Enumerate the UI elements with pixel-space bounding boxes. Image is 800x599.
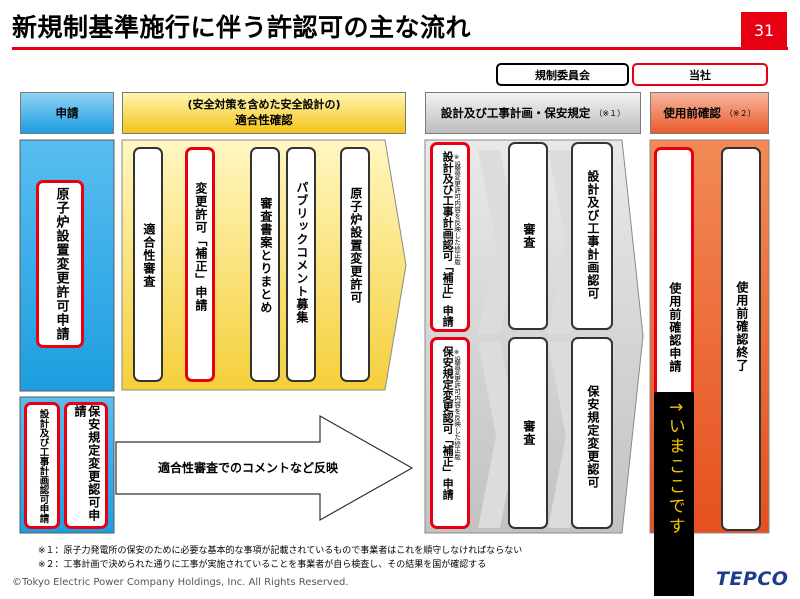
conformity-step-amendment: 変更許可「補正」申請 (185, 147, 215, 382)
page-number: 31 (741, 12, 787, 48)
conformity-step-draft-report: 審査書案とりまとめ (250, 147, 280, 382)
reflection-arrow-label: 適合性審査でのコメントなど反映 (158, 461, 339, 475)
title-underline (12, 47, 788, 50)
footnote-2: ※２：工事計画で決められた通りに工事が実施されていることを事業者が自ら検査し、そ… (38, 560, 487, 570)
conformity-step-review: 適合性審査 (133, 147, 163, 382)
reflection-arrow (115, 414, 414, 522)
design-plan-application: 設計及び工事計画認可申請 (24, 402, 60, 529)
design-review: 審査 (508, 142, 548, 330)
stage-preuse-header: 使用前確認（※２） (650, 92, 769, 134)
regulator-tag: 規制委員会 (496, 63, 629, 86)
safety-rules-application: 保安規定変更認可申請 (64, 402, 108, 529)
footnote-1: ※１：原子力発電所の保安のために必要な基本的な事項が記載されているもので事業者は… (38, 546, 523, 556)
company-tag: 当社 (632, 63, 768, 86)
conformity-step-permit: 原子炉設置変更許可 (340, 147, 370, 382)
reactor-permit-application: 原子炉設置変更許可申請 (36, 180, 84, 348)
stage-application-header: 申請 (20, 92, 114, 134)
copyright: ©Tokyo Electric Power Company Holdings, … (12, 577, 349, 588)
design-amendment-application: 設計及び工事計画認可「補正」申請 ※設置変更許可内容を反映した修正版 (430, 142, 470, 332)
design-plan-approval: 設計及び工事計画認可 (571, 142, 613, 330)
stage-conformity-header: (安全対策を含めた安全設計の) 適合性確認 (122, 92, 406, 134)
page-title: 新規制基準施行に伴う許認可の主な流れ (12, 13, 472, 42)
safety-review: 審査 (508, 337, 548, 529)
safety-rules-approval: 保安規定変更認可 (571, 337, 613, 529)
stage-design-header: 設計及び工事計画・保安規定（※１） (425, 92, 641, 134)
safety-amendment-application: 保安規定変更認可「補正」申請 ※設置変更許可内容を反映した修正版 (430, 337, 470, 529)
current-position-marker: ↑いまここです (654, 392, 694, 596)
preuse-confirmation-completion: 使用前確認終了 (721, 147, 761, 531)
tepco-logo: TEPCO (716, 568, 789, 590)
conformity-step-public-comment: パブリックコメント募集 (286, 147, 316, 382)
